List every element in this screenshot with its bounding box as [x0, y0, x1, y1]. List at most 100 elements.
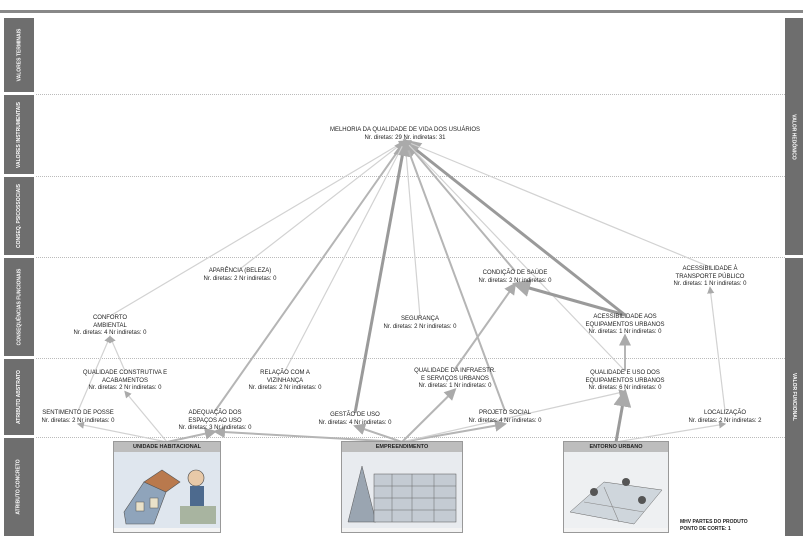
- node-counts: Nr. diretas: 2 Nr indiretas: 0: [203, 275, 277, 282]
- node-counts: Nr. diretas: 2 Nr indiretas: 2: [688, 417, 762, 424]
- node-title: QUALIDADE DA INFRAESTR. E SERVIÇOS URBAN…: [414, 368, 496, 382]
- node-counts: Nr. diretas: 2 Nr indiretas: 0: [41, 417, 115, 424]
- edge-condicao_saude-to-melhoria: [403, 139, 516, 272]
- edge-acess_equip-to-melhoria: [402, 139, 626, 317]
- edge-qualidade_uso_equip-to-melhoria: [404, 140, 626, 372]
- card-entorno-urbano: ENTORNO URBANO: [563, 441, 669, 533]
- band-separator: [36, 176, 785, 177]
- node-seguranca: SEGURANÇA Nr. diretas: 2 Nr indiretas: 0: [370, 316, 470, 331]
- node-title: RELAÇÃO COM A VIZINHANÇA: [260, 370, 310, 384]
- card-unidade-habitacional: UNIDADE HABITACIONAL: [113, 441, 221, 533]
- node-projeto-social: PROJETO SOCIAL Nr. diretas: 4 Nr indiret…: [455, 410, 555, 425]
- edge-seguranca-to-melhoria: [401, 139, 421, 318]
- node-title: APARÊNCIA (BELEZA): [208, 268, 272, 274]
- band-atributo-abstrato: ATRIBUTO ABSTRATO: [4, 359, 34, 435]
- edge-unidade-to-qualidade_construtiva: [124, 390, 168, 443]
- node-counts: Nr. diretas: 4 Nr indiretas: 0: [468, 417, 542, 424]
- node-melhoria-qualidade-vida: MELHORIA DA QUALIDADE DE VIDA DOS USUÁRI…: [300, 127, 510, 142]
- band-separator: [36, 437, 785, 438]
- edge-unidade-to-sentimento_posse: [76, 421, 168, 443]
- top-rule: [0, 10, 803, 13]
- edge-empreendimento-to-qualidade_infra: [401, 388, 457, 443]
- node-qualidade-uso-equipamentos: QUALIDADE E USO DOS EQUIPAMENTOS URBANOS…: [570, 370, 680, 393]
- right-label-funcional: VALOR FUNCIONAL: [785, 258, 803, 536]
- edge-sentimento_posse-to-conforto: [77, 335, 111, 412]
- band-conseq-psicossociais: CONSEQ. PSICOSSOCIAIS: [4, 177, 34, 255]
- footer-line-2: PONTO DE CORTE: 1: [680, 526, 731, 532]
- edge-empreendimento-to-qualidade_uso_equip: [401, 389, 627, 443]
- node-title: ACESSIBILIDADE À TRANSPORTE PÚBLICO: [675, 266, 745, 280]
- node-counts: Nr. diretas: 2 Nr indiretas: 0: [88, 385, 162, 391]
- edge-unidade-to-adequacao_espacos: [166, 427, 217, 443]
- node-sentimento-posse: SENTIMENTO DE POSSE Nr. diretas: 2 Nr in…: [28, 410, 128, 425]
- node-title: LOCALIZAÇÃO: [703, 410, 746, 416]
- node-counts: Nr. diretas: 4 Nr indiretas: 0: [318, 419, 392, 426]
- node-title: MELHORIA DA QUALIDADE DE VIDA DOS USUÁRI…: [329, 127, 481, 133]
- node-counts: Nr. diretas: 1 Nr indiretas: 0: [673, 281, 747, 287]
- node-counts: Nr. diretas: 6 Nr indiretas: 0: [588, 385, 662, 391]
- band-valores-terminais: VALORES TERMINAIS: [4, 18, 34, 92]
- band-separator: [36, 257, 785, 258]
- band-separator: [36, 358, 785, 359]
- edge-relacao_vizinhanca-to-melhoria: [284, 139, 406, 372]
- node-adequacao-espacos: ADEQUAÇÃO DOS ESPAÇOS AO USO Nr. diretas…: [165, 410, 265, 433]
- card-empreendimento: EMPREENDIMENTO: [341, 441, 463, 533]
- building-complex-icon: [342, 452, 462, 528]
- edge-acess_transporte-to-melhoria: [403, 139, 711, 268]
- node-aparencia: APARÊNCIA (BELEZA) Nr. diretas: 2 Nr ind…: [180, 268, 300, 283]
- footer-line-1: MHV PARTES DO PRODUTO: [680, 519, 748, 525]
- diagram-footer: MHV PARTES DO PRODUTO PONTO DE CORTE: 1: [680, 519, 748, 533]
- card-title: ENTORNO URBANO: [564, 442, 668, 452]
- node-localizacao: LOCALIZAÇÃO Nr. diretas: 2 Nr indiretas:…: [680, 410, 770, 425]
- node-gestao-uso: GESTÃO DE USO Nr. diretas: 4 Nr indireta…: [305, 412, 405, 427]
- node-title: QUALIDADE CONSTRUTIVA E ACABAMENTOS: [82, 370, 168, 384]
- edge-qualidade_construtiva-to-conforto: [109, 335, 126, 372]
- node-title: ACESSIBILIDADE AOS EQUIPAMENTOS URBANOS: [585, 314, 665, 328]
- node-title: QUALIDADE E USO DOS EQUIPAMENTOS URBANOS: [585, 370, 665, 384]
- node-counts: Nr. diretas: 2 Nr indiretas: 0: [383, 323, 457, 330]
- node-counts: Nr. diretas: 1 Nr indiretas: 0: [418, 383, 492, 389]
- node-title: CONDIÇÃO DE SAÚDE: [482, 270, 548, 276]
- node-counts: Nr. diretas: 2 Nr indiretas: 0: [248, 385, 322, 391]
- edge-empreendimento-to-adequacao_espacos: [213, 426, 403, 443]
- edge-localizacao-to-acess_transporte: [707, 286, 726, 412]
- node-acessibilidade-transporte: ACESSIBILIDADE À TRANSPORTE PÚBLICO Nr. …: [660, 266, 760, 289]
- node-title: PROJETO SOCIAL: [479, 410, 531, 416]
- node-title: ADEQUAÇÃO DOS ESPAÇOS AO USO: [188, 410, 242, 424]
- node-title: SENTIMENTO DE POSSE: [42, 410, 114, 416]
- node-qualidade-infraestrutura: QUALIDADE DA INFRAESTR. E SERVIÇOS URBAN…: [400, 368, 510, 391]
- card-title: EMPREENDIMENTO: [342, 442, 462, 452]
- node-title: GESTÃO DE USO: [330, 412, 380, 418]
- edge-empreendimento-to-gestao_uso: [353, 423, 403, 443]
- edge-qualidade_infra-to-condicao_saude: [454, 282, 517, 370]
- edge-acess_equip-to-condicao_saude: [512, 279, 626, 317]
- right-label-hedonico: VALOR HEDÔNICO: [785, 18, 803, 255]
- node-qualidade-construtiva: QUALIDADE CONSTRUTIVA E ACABAMENTOS Nr. …: [70, 370, 180, 393]
- edge-projeto_social-to-melhoria: [402, 139, 506, 412]
- node-counts: Nr. diretas: 1 Nr indiretas: 0: [588, 329, 662, 335]
- edge-adequacao_espacos-to-melhoria: [214, 139, 407, 412]
- node-relacao-vizinhanca: RELAÇÃO COM A VIZINHANÇA Nr. diretas: 2 …: [235, 370, 335, 393]
- urban-map-icon: [564, 452, 668, 528]
- node-conforto-ambiental: CONFORTO AMBIENTAL Nr. diretas: 4 Nr ind…: [55, 315, 165, 338]
- node-counts: Nr. diretas: 2 Nr indiretas: 0: [478, 277, 552, 284]
- edge-conforto-to-melhoria: [109, 140, 407, 317]
- band-atributo-concreto: ATRIBUTO CONCRETO: [4, 438, 34, 536]
- band-valores-instrumentais: VALORES INSTRUMENTAIS: [4, 95, 34, 174]
- node-condicao-saude: CONDIÇÃO DE SAÚDE Nr. diretas: 2 Nr indi…: [460, 270, 570, 285]
- card-title: UNIDADE HABITACIONAL: [114, 442, 220, 452]
- node-counts: Nr. diretas: 29 Nr. indiretas: 31: [364, 134, 446, 141]
- edge-entorno-to-qualidade_uso_equip: [613, 388, 632, 443]
- house-illustration-icon: [114, 452, 220, 528]
- node-title: SEGURANÇA: [400, 316, 439, 322]
- node-counts: Nr. diretas: 3 Nr indiretas: 0: [178, 425, 252, 431]
- edge-gestao_uso-to-melhoria: [353, 138, 412, 414]
- edge-empreendimento-to-projeto_social: [401, 419, 507, 443]
- node-counts: Nr. diretas: 4 Nr indiretas: 0: [73, 330, 147, 336]
- band-separator: [36, 94, 785, 95]
- edge-aparencia-to-melhoria: [239, 140, 406, 270]
- node-title: CONFORTO AMBIENTAL: [92, 315, 128, 329]
- band-consequencias-funcionais: CONSEQUÊNCIAS FUNCIONAIS: [4, 258, 34, 356]
